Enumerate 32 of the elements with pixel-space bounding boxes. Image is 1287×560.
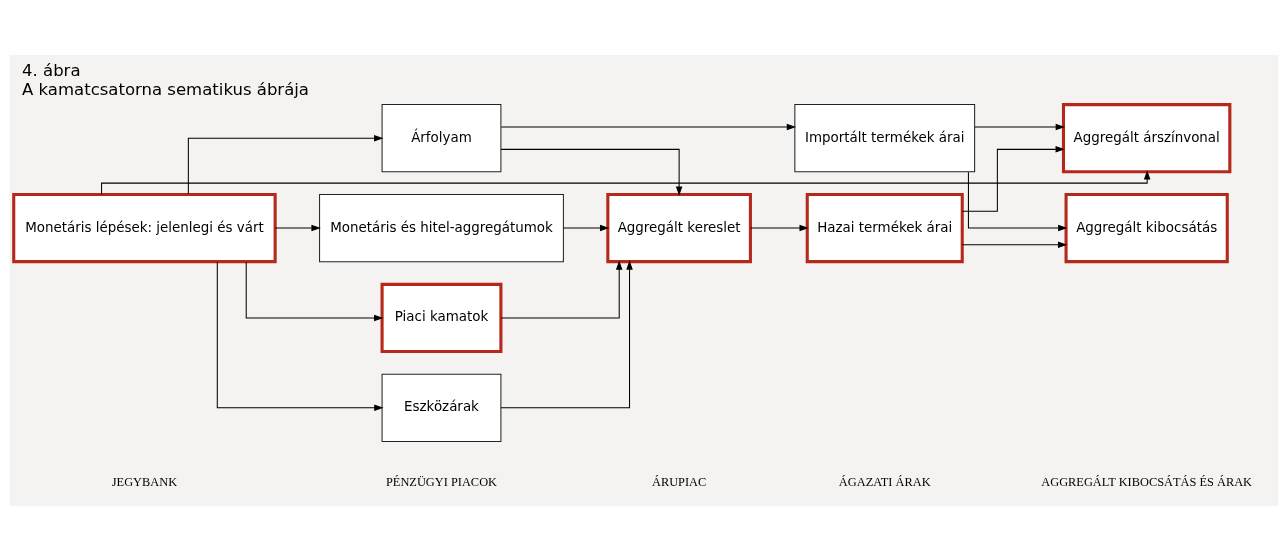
arrow [973,123,1065,130]
arrow [500,260,622,318]
arrow [499,259,633,408]
arrow [245,261,383,321]
node-box: Aggregált kibocsátás [1064,192,1229,263]
arrow [216,260,384,411]
arrow [562,224,609,231]
node-box: Aggregált árszínvonal [1061,102,1231,173]
arrow [967,171,1067,231]
arrow [500,148,682,196]
label: PÉNZÜGYI PIACOK [385,474,497,489]
arrow [749,224,809,231]
node-box: Monetáris lépések: jelenlegi és várt [11,192,277,263]
node-box: Aggregált kereslet [605,192,752,263]
node-box: Monetáris és hitel-aggregátumok [318,193,564,262]
node-box: Piaci kamatok [380,282,502,353]
arrow [187,134,383,195]
diagram-title: 4. ábra [21,60,81,80]
label: ÁGAZATI ÁRAK [838,474,931,489]
node-box: Importált termékek árai [793,103,975,172]
arrow [961,145,1065,212]
arrow [274,224,321,231]
label: AGGREGÁLT KIBOCSÁTÁS ÉS ÁRAK [1040,474,1252,489]
node-box: Eszközárak [381,373,501,442]
arrow [500,123,796,130]
arrow [961,241,1067,248]
label: JEGYBANK [111,474,177,489]
label: ÁRUPIAC [651,474,706,489]
node-box: Hazai termékek árai [805,192,964,263]
arrow [100,169,1150,195]
node-box: Árfolyam [381,103,501,172]
caption: A kamatcsatorna sematikus ábrája [21,79,309,99]
